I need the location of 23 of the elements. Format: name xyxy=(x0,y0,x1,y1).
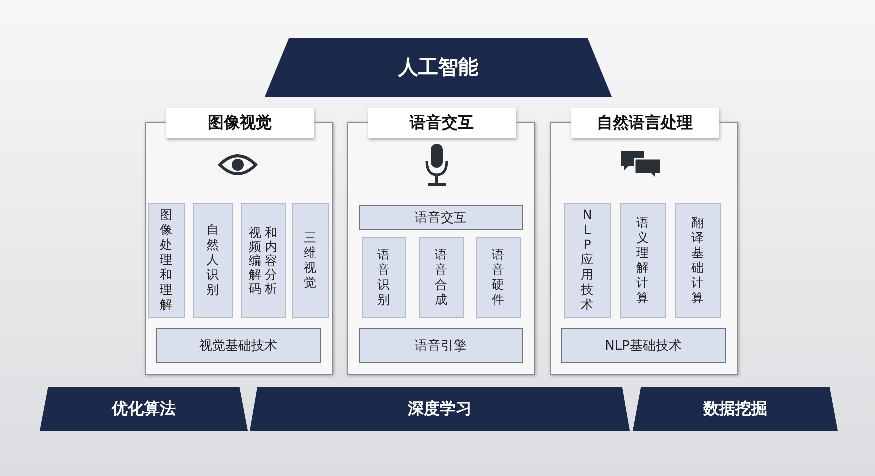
panel-heading: 语音交互 xyxy=(368,108,516,138)
category-box: 三维视觉 xyxy=(292,203,329,318)
category-box: 视觉基础技术 xyxy=(156,328,321,363)
category-box: 语音引擎 xyxy=(359,328,523,363)
category-box: 语音识别 xyxy=(362,237,406,318)
box-text: 视频编解码 xyxy=(248,226,262,296)
category-box xyxy=(241,203,286,318)
banner: 优化算法 xyxy=(40,387,248,431)
category-box: NLP应用技术 xyxy=(564,203,611,318)
category-box: 语音合成 xyxy=(419,237,464,318)
banner: 数据挖掘 xyxy=(633,387,838,431)
category-box: NLP基础技术 xyxy=(561,328,726,363)
banner: 深度学习 xyxy=(250,387,630,431)
category-box: 语音硬件 xyxy=(476,237,521,318)
panel-heading: 自然语言处理 xyxy=(571,108,719,138)
banner: 人工智能 xyxy=(265,38,612,97)
category-box: 图像处理和理解 xyxy=(148,203,185,318)
category-box: 翻译基础计算 xyxy=(675,203,721,318)
box-text: 和内容分析 xyxy=(264,226,278,296)
category-box: 语义理解计算 xyxy=(620,203,666,318)
category-box: 自然人识别 xyxy=(193,203,233,318)
panel-heading: 图像视觉 xyxy=(166,108,314,138)
category-box: 语音交互 xyxy=(359,205,523,230)
